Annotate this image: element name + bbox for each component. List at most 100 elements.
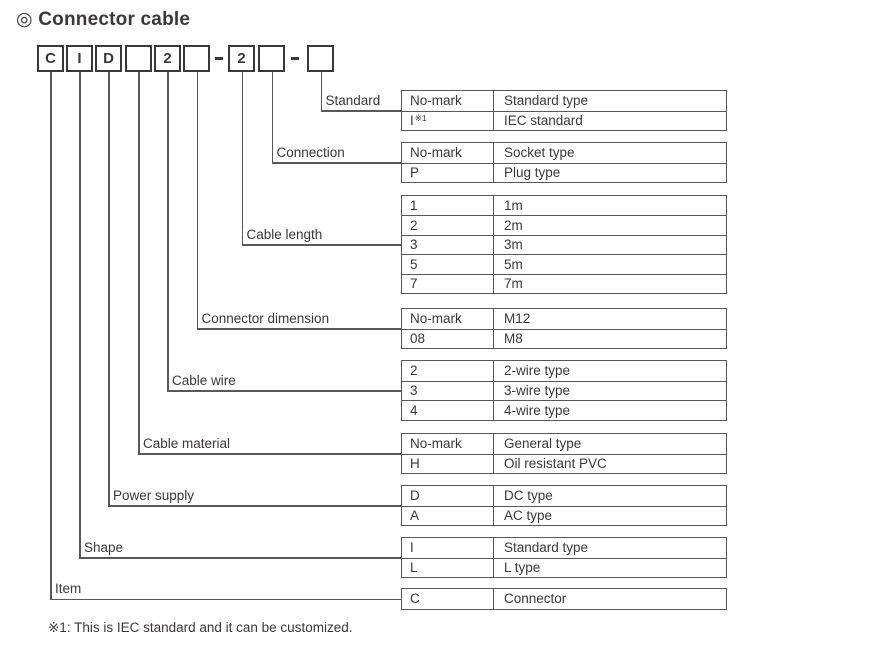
code-cell-text: 3	[410, 237, 418, 253]
code-cell: I	[402, 538, 494, 558]
code-separator-dash	[215, 57, 223, 60]
connector-vline-shape	[79, 72, 81, 559]
code-cell: No-mark	[402, 309, 494, 329]
table-row: 1 1m	[402, 195, 726, 215]
code-cell-text: No-mark	[410, 93, 462, 109]
description-cell: 7m	[504, 276, 523, 292]
code-box-value: C	[45, 50, 56, 67]
code-cell: 1	[402, 195, 494, 215]
field-label-standard: Standard	[325, 93, 381, 108]
code-box-value: D	[103, 50, 114, 67]
code-cell-text: H	[410, 456, 420, 472]
connector-vline-connection	[271, 72, 273, 164]
description-cell: 3-wire type	[504, 383, 571, 399]
table-row: 3 3-wire type	[402, 380, 726, 400]
field-label-connector-dimension: Connector dimension	[201, 311, 330, 326]
code-cell: 2	[402, 361, 494, 381]
description-cell: 1m	[504, 197, 523, 213]
field-label-cable-length: Cable length	[246, 226, 323, 242]
code-box-value: 2	[163, 50, 172, 67]
field-label-connection: Connection	[276, 145, 345, 160]
code-cell-text: 5	[410, 256, 418, 272]
description-cell: 2-wire type	[504, 363, 571, 379]
connector-vline-item	[50, 72, 52, 600]
code-cell: D	[402, 486, 494, 506]
connector-vline-connector-dimension	[196, 72, 198, 330]
code-box-3-d: D	[95, 45, 122, 72]
connector-hline-connection	[271, 162, 401, 164]
description-cell: Plug type	[504, 165, 561, 181]
table-row: 7 7m	[402, 273, 726, 293]
description-cell: IEC standard	[504, 113, 583, 129]
code-box-6-blank	[183, 45, 210, 72]
connector-hline-power-supply	[108, 505, 401, 507]
field-label-shape: Shape	[84, 540, 124, 555]
field-label-cable-wire: Cable wire	[172, 372, 236, 388]
code-cell: 3	[402, 381, 494, 400]
table-row: I※1 IEC standard	[402, 110, 726, 130]
code-cell: 7	[402, 274, 494, 293]
code-cell: No-mark	[402, 91, 494, 111]
page-title: ◎ Connector cable	[16, 8, 190, 31]
code-box-value: 2	[237, 50, 246, 67]
connector-hline-cable-material	[138, 453, 401, 455]
code-cell: No-mark	[402, 434, 494, 454]
description-cell: 4-wire type	[504, 402, 571, 418]
code-cell-text: A	[410, 508, 420, 524]
table-row: No-mark M12	[402, 309, 726, 329]
code-cell-text: 7	[410, 276, 418, 292]
code-box-4-blank	[125, 45, 152, 72]
connector-hline-cable-length	[241, 244, 401, 246]
code-cell: 08	[402, 329, 494, 348]
description-cell: Socket type	[504, 145, 575, 161]
code-box-value: I	[77, 50, 82, 67]
code-cell-text: 3	[410, 383, 418, 399]
table-row: A AC type	[402, 505, 726, 525]
code-cell-text: No-mark	[410, 436, 462, 452]
code-cell-text: 4	[410, 402, 418, 418]
code-cell-text: C	[410, 591, 420, 607]
description-cell: L type	[504, 560, 541, 576]
description-cell: Standard type	[504, 540, 589, 556]
description-cell: DC type	[504, 488, 553, 504]
table-row: 5 5m	[402, 254, 726, 274]
code-cell: C	[402, 589, 494, 609]
connector-vline-power-supply	[108, 72, 110, 507]
connector-vline-cable-material	[138, 72, 140, 455]
description-cell: Standard type	[504, 93, 589, 109]
code-cell: 4	[402, 401, 494, 420]
lookup-table-cable-wire: 2 2-wire type 3 3-wire type 4 4-wire type	[401, 360, 727, 421]
description-cell: 5m	[504, 256, 523, 272]
code-box-8-blank	[258, 45, 285, 72]
connector-vline-standard	[320, 72, 322, 112]
table-row: 4 4-wire type	[402, 400, 726, 420]
code-box-2-i: I	[66, 45, 93, 72]
table-row: P Plug type	[402, 162, 726, 182]
title-bullet-icon: ◎	[16, 9, 33, 30]
description-cell: M12	[504, 311, 531, 327]
table-row: No-mark Standard type	[402, 91, 726, 111]
code-cell-text: D	[410, 488, 420, 504]
connector-vline-cable-length	[241, 72, 243, 246]
table-row: D DC type	[402, 486, 726, 506]
code-cell: I※1	[402, 111, 494, 130]
footnote-ref-marker: ※1	[414, 112, 427, 123]
connector-vline-cable-wire	[167, 72, 169, 392]
table-row: I Standard type	[402, 538, 726, 558]
code-cell: L	[402, 558, 494, 577]
code-box-1-c: C	[37, 45, 64, 72]
code-cell: A	[402, 506, 494, 525]
description-cell: AC type	[504, 508, 553, 524]
page-title-text: Connector cable	[38, 9, 191, 30]
code-cell: P	[402, 163, 494, 182]
